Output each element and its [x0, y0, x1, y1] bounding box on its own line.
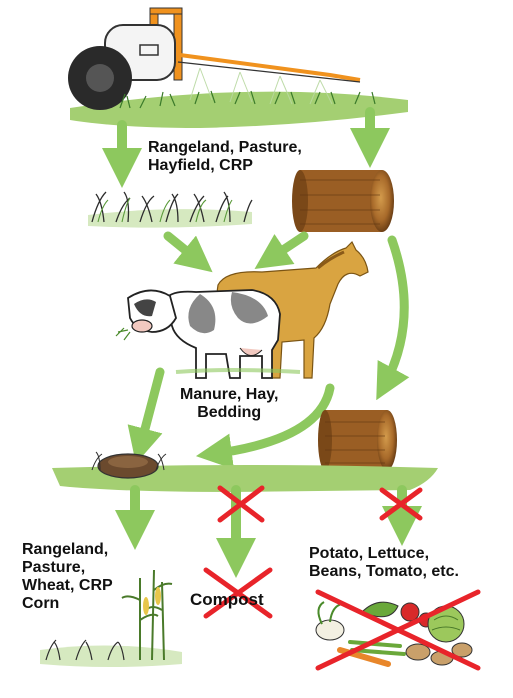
livestock-output-label: Manure, Hay, Bedding: [180, 386, 278, 422]
left-uses-line-1: Rangeland,: [22, 541, 113, 559]
top-field-line-2: Hayfield, CRP: [148, 157, 302, 175]
left-uses-line-2: Pasture,: [22, 559, 113, 577]
compost-label: Compost: [190, 590, 264, 609]
livestock-output-line-1: Manure, Hay,: [180, 386, 278, 404]
livestock-output-line-2: Bedding: [180, 404, 278, 422]
right-uses-label: Potato, Lettuce, Beans, Tomato, etc.: [309, 545, 459, 581]
hay-bale-icon: [318, 410, 397, 470]
hay-bale-icon: [292, 170, 394, 232]
top-field-label: Rangeland, Pasture, Hayfield, CRP: [148, 139, 302, 175]
right-uses-line-1: Potato, Lettuce,: [309, 545, 459, 563]
left-uses-line-4: Corn: [22, 595, 113, 613]
right-uses-line-2: Beans, Tomato, etc.: [309, 563, 459, 581]
top-field-line-1: Rangeland, Pasture,: [148, 139, 302, 157]
cow-icon: [116, 290, 300, 378]
left-uses-label: Rangeland, Pasture, Wheat, CRP Corn: [22, 541, 113, 613]
left-uses-line-3: Wheat, CRP: [22, 577, 113, 595]
grass-icon: [88, 192, 252, 228]
